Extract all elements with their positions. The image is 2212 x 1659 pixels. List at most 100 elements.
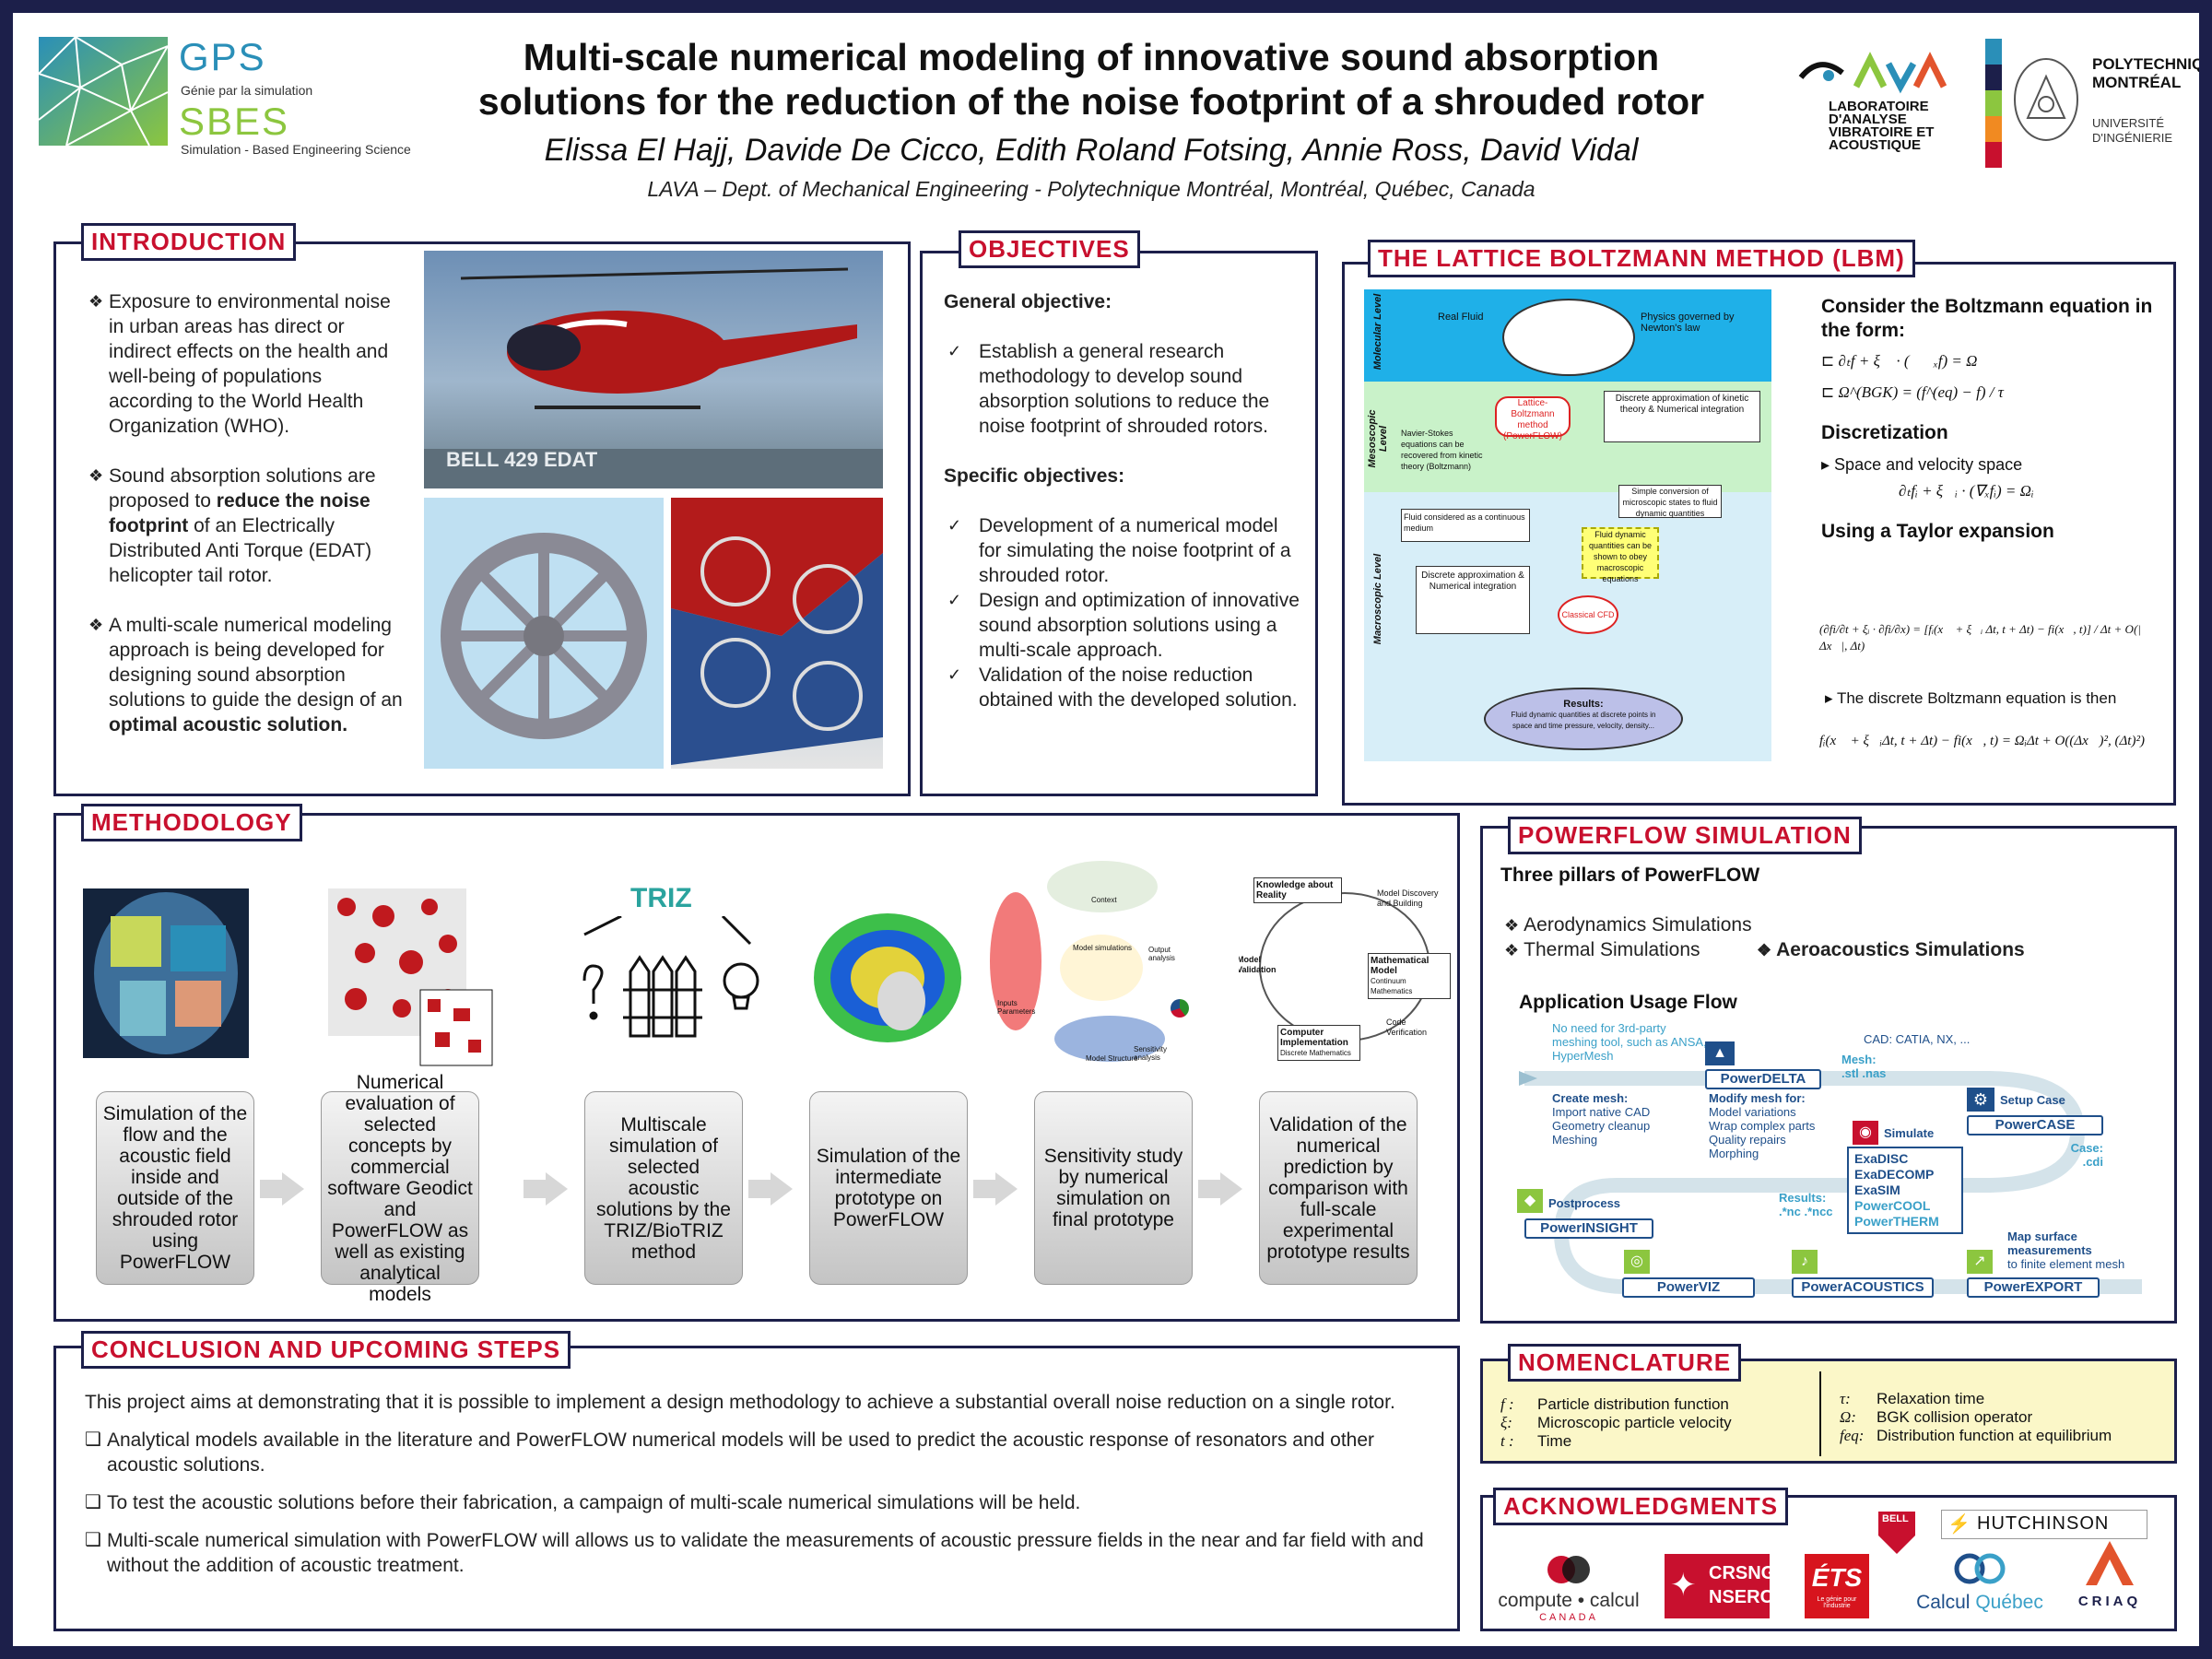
simulate-label: Simulate [1884,1126,1935,1140]
compute-canada-icon [1547,1556,1590,1583]
nomenclature-left: f :Particle distribution function ξ:Micr… [1500,1395,1805,1451]
title-line-1: Multi-scale numerical modeling of innova… [523,36,1660,78]
validation-cycle-diagram: Knowledge about Reality Model Discovery … [1239,870,1451,1064]
criaq-wing-icon [2086,1541,2134,1585]
results-ellipse: Results: Fluid dynamic quantities at dis… [1484,688,1683,750]
step-arrow [973,1180,995,1198]
context-label: Context [1091,896,1117,904]
results-sub: Fluid dynamic quantities at discrete poi… [1511,711,1656,730]
calcul-quebec-logo: Calcul Québec [1906,1550,2053,1614]
conclusion-title: CONCLUSION AND UPCOMING STEPS [81,1331,571,1369]
comp-impl-label: Computer Implementation [1280,1028,1348,1048]
nomenclature-title: NOMENCLATURE [1508,1344,1742,1382]
gps-logo [38,35,169,147]
acoustics-icon: ♪ [1792,1250,1818,1274]
poly-sub-line: D'INGÉNIERIE [2092,131,2172,145]
tool-powerdelta: PowerDELTA [1705,1069,1821,1089]
sim-item: PowerTHERM [1854,1214,1939,1229]
criaq-text: CRIAQ [2077,1594,2142,1609]
intro-bullets: ❖Exposure to environmental noise in urba… [74,289,406,737]
map-surface-label: Map surface measurements [2007,1230,2092,1257]
sensitivity-label: Sensitivity analysis [1134,1045,1168,1062]
nomenclature-row: feq:Distribution function at equilibrium [1840,1427,2162,1445]
step-arrow [260,1180,282,1198]
simulate-icon: ◉ [1853,1121,1878,1145]
lava-line: D'ANALYSE [1829,112,1907,127]
intro-bullet-3: ❖A multi-scale numerical modeling approa… [74,613,406,737]
methodology-title: METHODOLOGY [81,804,302,841]
nomenclature-def: Microscopic particle velocity [1537,1414,1732,1431]
poly-name: POLYTECHNIQUE MONTRÉAL [2092,55,2199,92]
tool-poweracoustics: PowerACOUSTICS [1792,1277,1934,1298]
pillar-aero: ❖ Aerodynamics Simulations [1504,912,1752,938]
modify-mesh-item: Morphing [1709,1147,1759,1160]
gps-subtitle: Génie par la simulation [181,83,313,98]
flow-field-collage [83,888,249,1058]
equation-discrete-boltzmann: fᵢ(x⃗ + ξ⃗ᵢΔt, t + Δt) − fi(x⃗, t) = ΩᵢΔ… [1819,734,2145,748]
sim-item: ExaDECOMP [1854,1167,1935,1182]
lbm-diagram: Molecular Level Mesoscopic Level Macrosc… [1364,289,1771,761]
tool-powerviz: PowerVIZ [1622,1277,1755,1298]
specific-objectives-heading: Specific objectives: [944,465,1125,487]
methodology-step: Simulation of the flow and the acoustic … [96,1091,254,1285]
specific-objective: ✓Validation of the noise reduction obtai… [944,663,1305,712]
math-model-box: Mathematical Model Continuum Mathematics [1368,953,1451,999]
modify-mesh-item: Wrap complex parts [1709,1119,1816,1133]
conclusion-panel [53,1346,1460,1631]
hutchinson-mark-icon: ⚡ [1947,1514,1971,1535]
no-need-text: No need for 3rd-party meshing tool, such… [1552,1021,1707,1063]
square-bullet-icon: ⊏ [1821,352,1839,370]
lava-line: LABORATOIRE [1829,99,1929,114]
discretization-heading: Discretization [1821,422,1948,443]
diamond-bullet-icon: ❖ [1504,941,1524,959]
lbm-title: THE LATTICE BOLTZMANN METHOD (LBM) [1368,240,1915,277]
delta-icon: ▲ [1705,1041,1735,1065]
compute-text: compute • calcul [1498,1590,1640,1611]
conclusion-text: Analytical models available in the liter… [107,1430,1375,1476]
nomenclature-def: Particle distribution function [1537,1395,1729,1413]
crsng-text: CRSNG [1709,1563,1776,1583]
cad-text: CAD: CATIA, NX, ... [1864,1032,1971,1046]
structure-label: Model Structure [1086,1054,1138,1063]
conclusion-item: ❑Multi-scale numerical simulation with P… [85,1528,1430,1578]
conclusion-item: ❑Analytical models available in the lite… [85,1428,1430,1477]
classical-cfd-ellipse: Classical CFD [1558,595,1618,634]
sim-item: ExaDISC [1854,1151,1909,1166]
space-text: Space and velocity space [1834,455,2023,474]
code-verification-label: Code Verification [1386,1018,1428,1037]
intro-bullet-text: A multi-scale numerical modeling approac… [109,615,403,711]
sensitivity-diagram: Context Model simulations Inputs Paramet… [990,861,1189,1067]
specific-objective: ✓Development of a numerical model for si… [944,513,1305,588]
ets-text: ÉTS [1811,1563,1863,1592]
create-mesh-label: Create mesh: [1552,1091,1629,1105]
conclusion-item: ❑To test the acoustic solutions before t… [85,1490,1430,1515]
eye-icon: ◎ [1624,1250,1650,1274]
create-mesh-item: Geometry cleanup [1552,1119,1651,1133]
continuum-label: Continuum Mathematics [1371,977,1413,995]
methodology-step: Simulation of the intermediate prototype… [809,1091,968,1285]
lava-wave-icon [1798,52,1947,94]
edat-tail-photo [671,498,883,769]
check-icon: ✓ [947,591,962,609]
output-label: Output analysis [1148,946,1175,962]
lava-logo: LABORATOIRE D'ANALYSE VIBRATOIRE ET ACOU… [1792,50,1958,160]
inputs-label: Inputs Parameters [997,999,1036,1016]
poster: GPS Génie par la simulation SBES Simulat… [13,13,2199,1646]
equation-discrete-velocity: ∂ₜfᵢ + ξ⃗ᵢ · (∇ₓfᵢ) = Ωᵢ [1899,482,2034,500]
step-arrow-head [771,1172,793,1206]
taylor-heading: Using a Taylor expansion [1821,521,2054,542]
square-bullet-icon: ⊏ [1821,383,1839,401]
compute-canada-logo: compute • calcul CANADA [1495,1554,1642,1623]
lbm-box: Lattice-Boltzmann method (PowerFLOW) [1495,396,1571,441]
intro-bullet-text: Sound absorption solutions are proposed … [109,465,376,512]
nserc-text: NSERC [1709,1587,1774,1607]
gps-name: GPS [179,35,266,78]
step-arrow [748,1180,771,1198]
compute-sub: CANADA [1539,1612,1598,1623]
title-line-2: solutions for the reduction of the noise… [477,80,1705,123]
objective-text: Establish a general research methodology… [979,341,1270,437]
nomenclature-def: Time [1537,1432,1572,1450]
checkbox-icon: ❑ [85,1530,101,1550]
pillars-heading: Three pillars of PowerFLOW [1500,865,1760,886]
nomenclature-row: τ:Relaxation time [1840,1390,2162,1408]
